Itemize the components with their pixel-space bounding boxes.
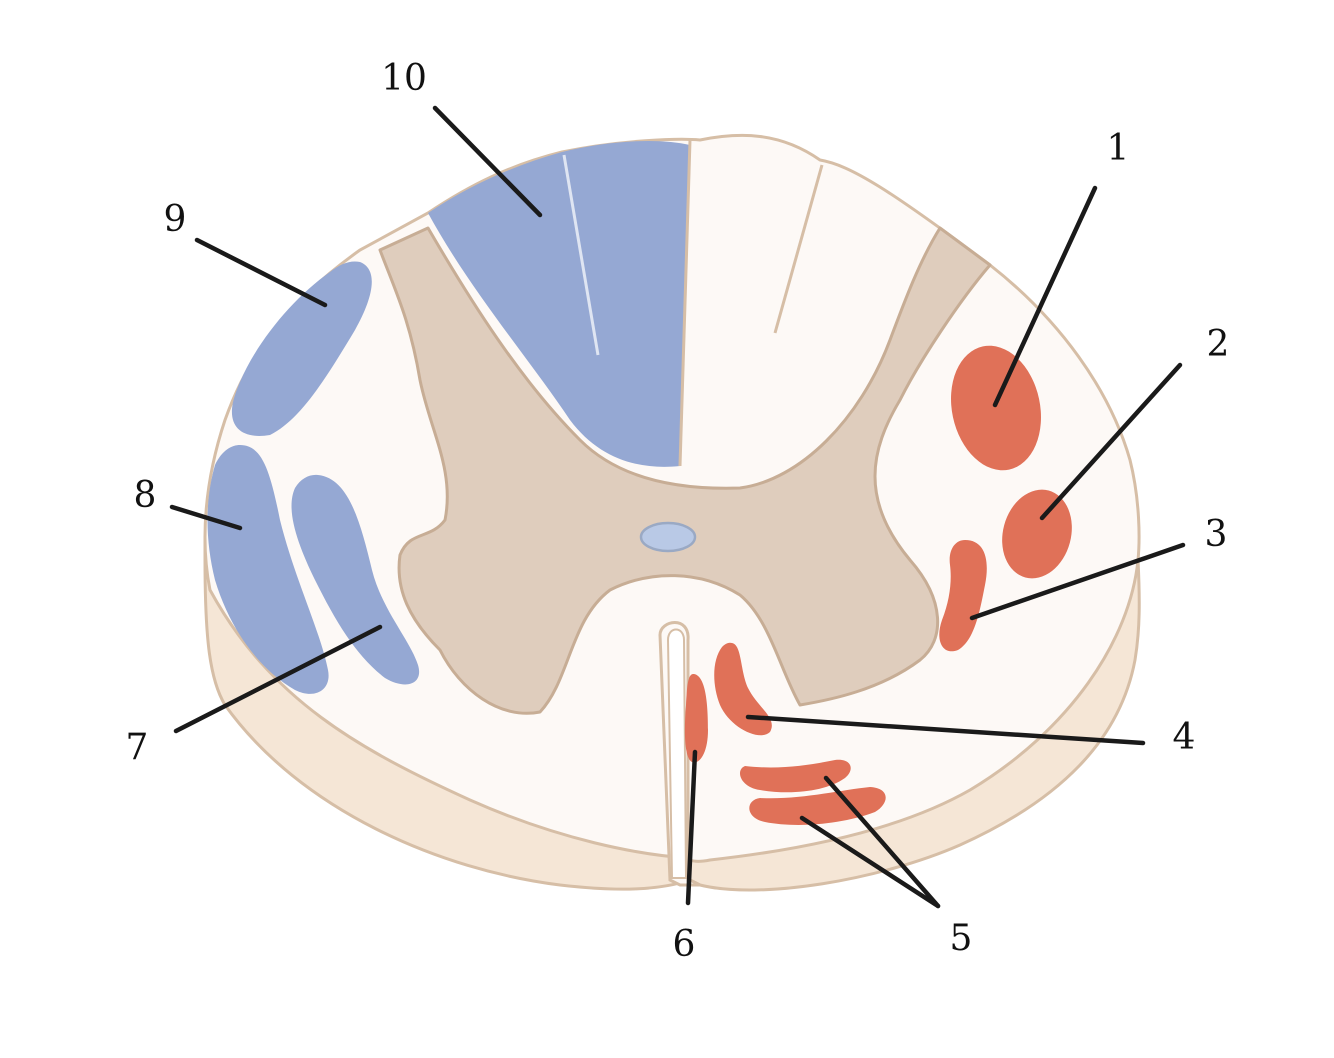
label-5: 5 (950, 918, 973, 959)
leader-line-9 (194, 237, 328, 308)
label-6: 6 (673, 924, 696, 965)
leader-line-1 (992, 185, 1098, 408)
leader-line-8 (169, 504, 243, 531)
gray-matter (378, 226, 992, 715)
tract-10-septum (562, 154, 600, 356)
label-2: 2 (1207, 324, 1230, 365)
midline-septum (678, 139, 692, 467)
label-7: 7 (126, 727, 149, 768)
central-canal (639, 521, 697, 553)
tract-2 (1002, 489, 1072, 579)
leader-line-4 (745, 714, 1146, 746)
tract-4 (714, 642, 772, 736)
leader-line-5a (823, 775, 941, 909)
tract-10 (428, 140, 690, 467)
posterior-septum-right (773, 164, 824, 334)
leader-line-7 (173, 624, 383, 734)
tract-3 (939, 540, 987, 652)
label-10: 10 (381, 58, 427, 99)
tract-8 (207, 445, 329, 694)
leader-line-10 (432, 105, 543, 218)
leader-line-2 (1039, 362, 1183, 521)
label-9: 9 (164, 199, 187, 240)
label-3: 3 (1205, 514, 1228, 555)
tract-9 (231, 261, 372, 436)
tract-7 (291, 474, 420, 685)
leader-line-6 (685, 749, 698, 906)
fissure-groove (666, 628, 688, 879)
tract-5-lower (749, 787, 886, 825)
leader-line-3 (969, 542, 1186, 621)
label-8: 8 (134, 475, 157, 516)
tract-6 (684, 673, 708, 763)
tract-1 (951, 345, 1041, 471)
label-1: 1 (1107, 128, 1130, 169)
label-4: 4 (1173, 717, 1196, 758)
tract-5-upper (740, 759, 851, 793)
leader-line-5b (799, 815, 941, 909)
